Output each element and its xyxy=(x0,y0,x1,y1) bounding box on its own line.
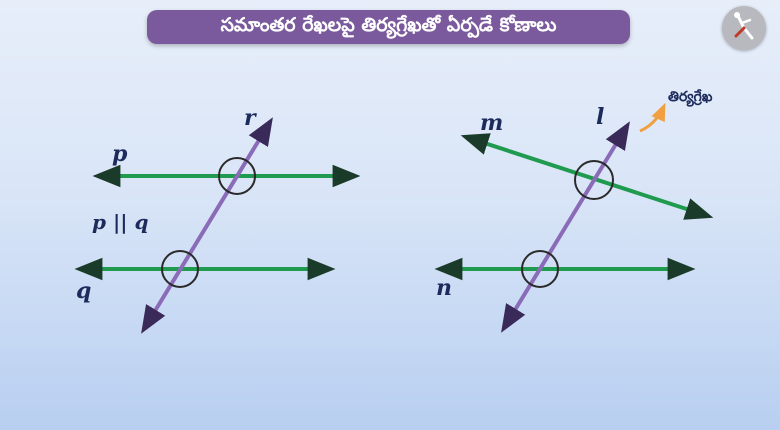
transversal-l xyxy=(501,121,630,333)
label-m: m xyxy=(480,110,503,136)
angle-marker-lower xyxy=(161,250,199,288)
callout-arrow-icon xyxy=(639,102,666,133)
angle-marker-upper xyxy=(218,157,256,195)
angle-marker-upper-right xyxy=(574,160,614,200)
label-q: q xyxy=(76,278,91,304)
slide-title: సమాంతర రేఖలపై తిర్యగ్రేఖతో ఏర్పడే కోణాలు xyxy=(147,10,630,44)
angle-marker-lower-right xyxy=(521,250,559,288)
label-r: r xyxy=(244,105,257,131)
transversal-callout: తిర్యగ్రేఖ xyxy=(668,89,713,107)
parallel-relation-text: p || q xyxy=(92,210,148,234)
right-figure: m n l తిర్యగ్రేఖ xyxy=(434,89,714,333)
label-l: l xyxy=(596,104,604,130)
label-n: n xyxy=(436,275,452,301)
label-p: p xyxy=(112,141,128,167)
transversal-r xyxy=(141,117,273,334)
left-figure: p q r p || q xyxy=(74,105,361,334)
runner-logo-icon xyxy=(722,6,766,50)
line-m xyxy=(460,133,714,220)
